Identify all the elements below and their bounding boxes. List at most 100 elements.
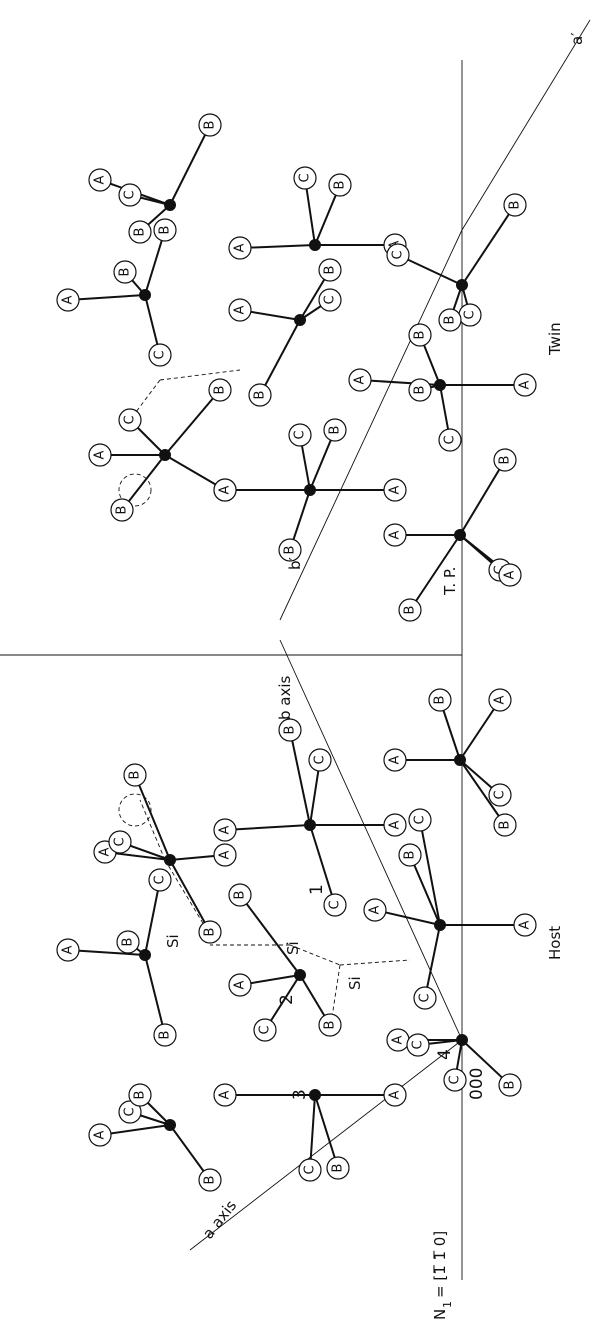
atom-circle [443, 1068, 467, 1092]
bond-line [239, 244, 316, 249]
atom-letter: C [391, 250, 406, 259]
atom-letter: A [503, 570, 518, 579]
atom-circle [88, 443, 112, 467]
tetrahedral-center [304, 819, 316, 831]
atom-letter: A [218, 825, 233, 834]
bond-line [121, 454, 166, 511]
atom-letter: A [388, 530, 403, 539]
bond-line [164, 389, 221, 456]
atom-circle [198, 1168, 222, 1192]
atom-letter: C [493, 790, 508, 799]
b-axis-line [279, 639, 463, 1041]
atom-c: C [108, 830, 132, 854]
atom-letter: C [448, 1075, 463, 1084]
atom-a: A [498, 563, 522, 587]
atom-letter: C [413, 815, 428, 824]
atom-letter: C [258, 1025, 273, 1034]
atom-circle [398, 598, 422, 622]
atom-letter: C [123, 1107, 138, 1116]
dashed-bond [329, 964, 341, 1031]
atom-circle [398, 843, 422, 867]
atom-b: B [318, 258, 342, 282]
atom-letter: A [61, 295, 76, 304]
atom-circle [116, 930, 140, 954]
atom-circle [213, 1083, 237, 1107]
atom-b: B [318, 1013, 342, 1037]
atom-circle [128, 220, 152, 244]
tetrahedral-center [164, 1119, 176, 1131]
atom-b: B [198, 1168, 222, 1192]
tetrahedral-center [309, 1089, 321, 1101]
atom-circle [383, 813, 407, 837]
atom-circle [123, 763, 147, 787]
atom-circle [328, 173, 352, 197]
twin-label: Twin [546, 322, 564, 356]
atom-c: C [298, 1158, 322, 1182]
atom-circle [493, 813, 517, 837]
atom-letter: A [518, 920, 533, 929]
atom-circle [228, 973, 252, 997]
atom-circle [326, 1156, 350, 1180]
atom-letter: B [413, 386, 428, 395]
molecule-bonds [67, 124, 526, 1181]
atom-c: C [318, 288, 342, 312]
atom-letter: B [158, 1031, 173, 1040]
atom-circle [408, 808, 432, 832]
atom-circle [88, 1123, 112, 1147]
atom-a: A [386, 1028, 410, 1052]
atom-circle [383, 523, 407, 547]
atom-a: A [363, 898, 387, 922]
normal-label: N 1 = [1̅ 1̅ 0] [431, 1231, 454, 1320]
atom-c: C [438, 428, 462, 452]
atom-a: A [213, 843, 237, 867]
atom-letter: C [443, 435, 458, 444]
a-axis-label: a axis [199, 1197, 240, 1243]
atom-circle [253, 1018, 277, 1042]
atom-letter: B [498, 821, 513, 830]
a-prime-line [461, 19, 591, 231]
bond-line [419, 819, 441, 926]
atom-c: C [308, 748, 332, 772]
atom-letter: A [93, 175, 108, 184]
atom-circle [113, 260, 137, 284]
atom-letter: B [333, 181, 348, 190]
atom-letter: A [93, 1130, 108, 1139]
atom-circle [153, 218, 177, 242]
atom-letter: B [433, 696, 448, 705]
site-label-3: 3 [290, 1089, 310, 1100]
atom-circle [108, 830, 132, 854]
dashed-bond [339, 959, 411, 966]
atom-circle [56, 288, 80, 312]
atom-letter: B [413, 331, 428, 340]
atom-a: A [513, 373, 537, 397]
bond-line [459, 699, 501, 761]
tetrahedral-center [139, 949, 151, 961]
atom-c: C [443, 1068, 467, 1092]
atom-c: C [253, 1018, 277, 1042]
dashed-bond [159, 369, 241, 381]
si-label-3: Si [346, 976, 364, 990]
bond-line [309, 824, 336, 906]
tetrahedral-center [139, 289, 151, 301]
atom-letter: A [368, 905, 383, 914]
atom-letter: C [293, 430, 308, 439]
atom-letter: B [323, 1021, 338, 1030]
atom-letter: A [388, 820, 403, 829]
atom-b: B [398, 598, 422, 622]
bond-line [144, 879, 161, 956]
atom-circle [428, 688, 452, 712]
atom-circle [308, 748, 332, 772]
atom-letter: B [203, 928, 218, 937]
atom-circle [88, 168, 112, 192]
atom-a: A [228, 236, 252, 260]
atom-letter: B [213, 386, 228, 395]
atom-letter: B [115, 506, 130, 515]
atom-c: C [406, 1033, 430, 1057]
atom-circle [148, 868, 172, 892]
atom-circle [513, 913, 537, 937]
tetrahedral-center [434, 919, 446, 931]
atom-circle [503, 193, 527, 217]
atom-circle [213, 843, 237, 867]
bond-line [169, 124, 211, 206]
